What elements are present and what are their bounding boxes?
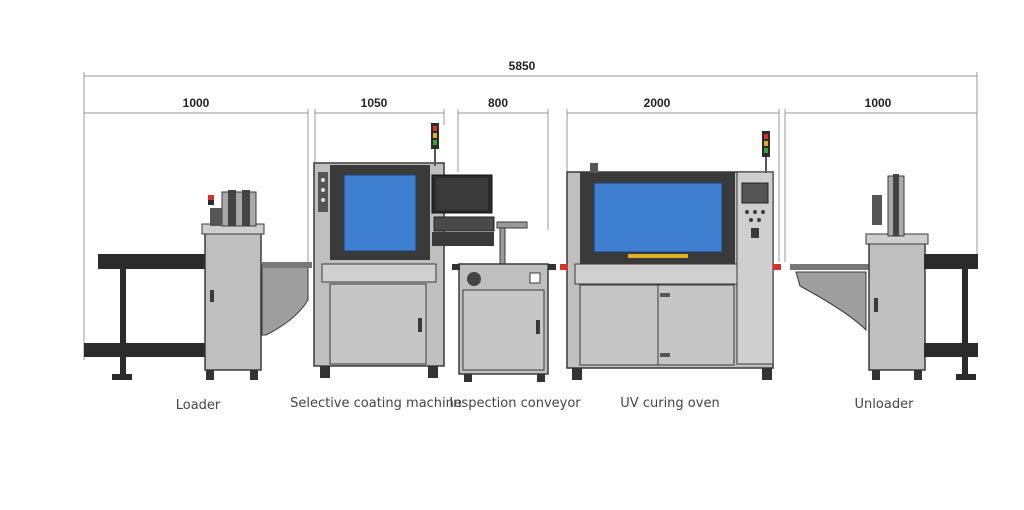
- coater-dimension-label: 1050: [361, 96, 388, 110]
- uv-machine: [560, 131, 781, 380]
- inspection-machine: [431, 174, 556, 382]
- overall-dimension: [83, 72, 978, 110]
- loader-dimension-label: 1000: [183, 96, 210, 110]
- uv-dimension-label: 2000: [644, 96, 671, 110]
- coater-machine: [313, 123, 445, 378]
- unloader-dimension-label: 1000: [865, 96, 892, 110]
- loader-machine: [84, 190, 312, 380]
- coater-label: Selective coating machine: [290, 396, 462, 411]
- unloader-machine: [790, 174, 978, 380]
- overall-dimension-label: 5850: [509, 59, 536, 73]
- inspection-dimension-label: 800: [488, 96, 508, 110]
- section-dimensions: [83, 109, 978, 360]
- inspection-label: Inspection conveyor: [449, 396, 581, 411]
- uv-label: UV curing oven: [620, 396, 719, 411]
- loader-label: Loader: [176, 398, 221, 413]
- unloader-label: Unloader: [855, 397, 915, 412]
